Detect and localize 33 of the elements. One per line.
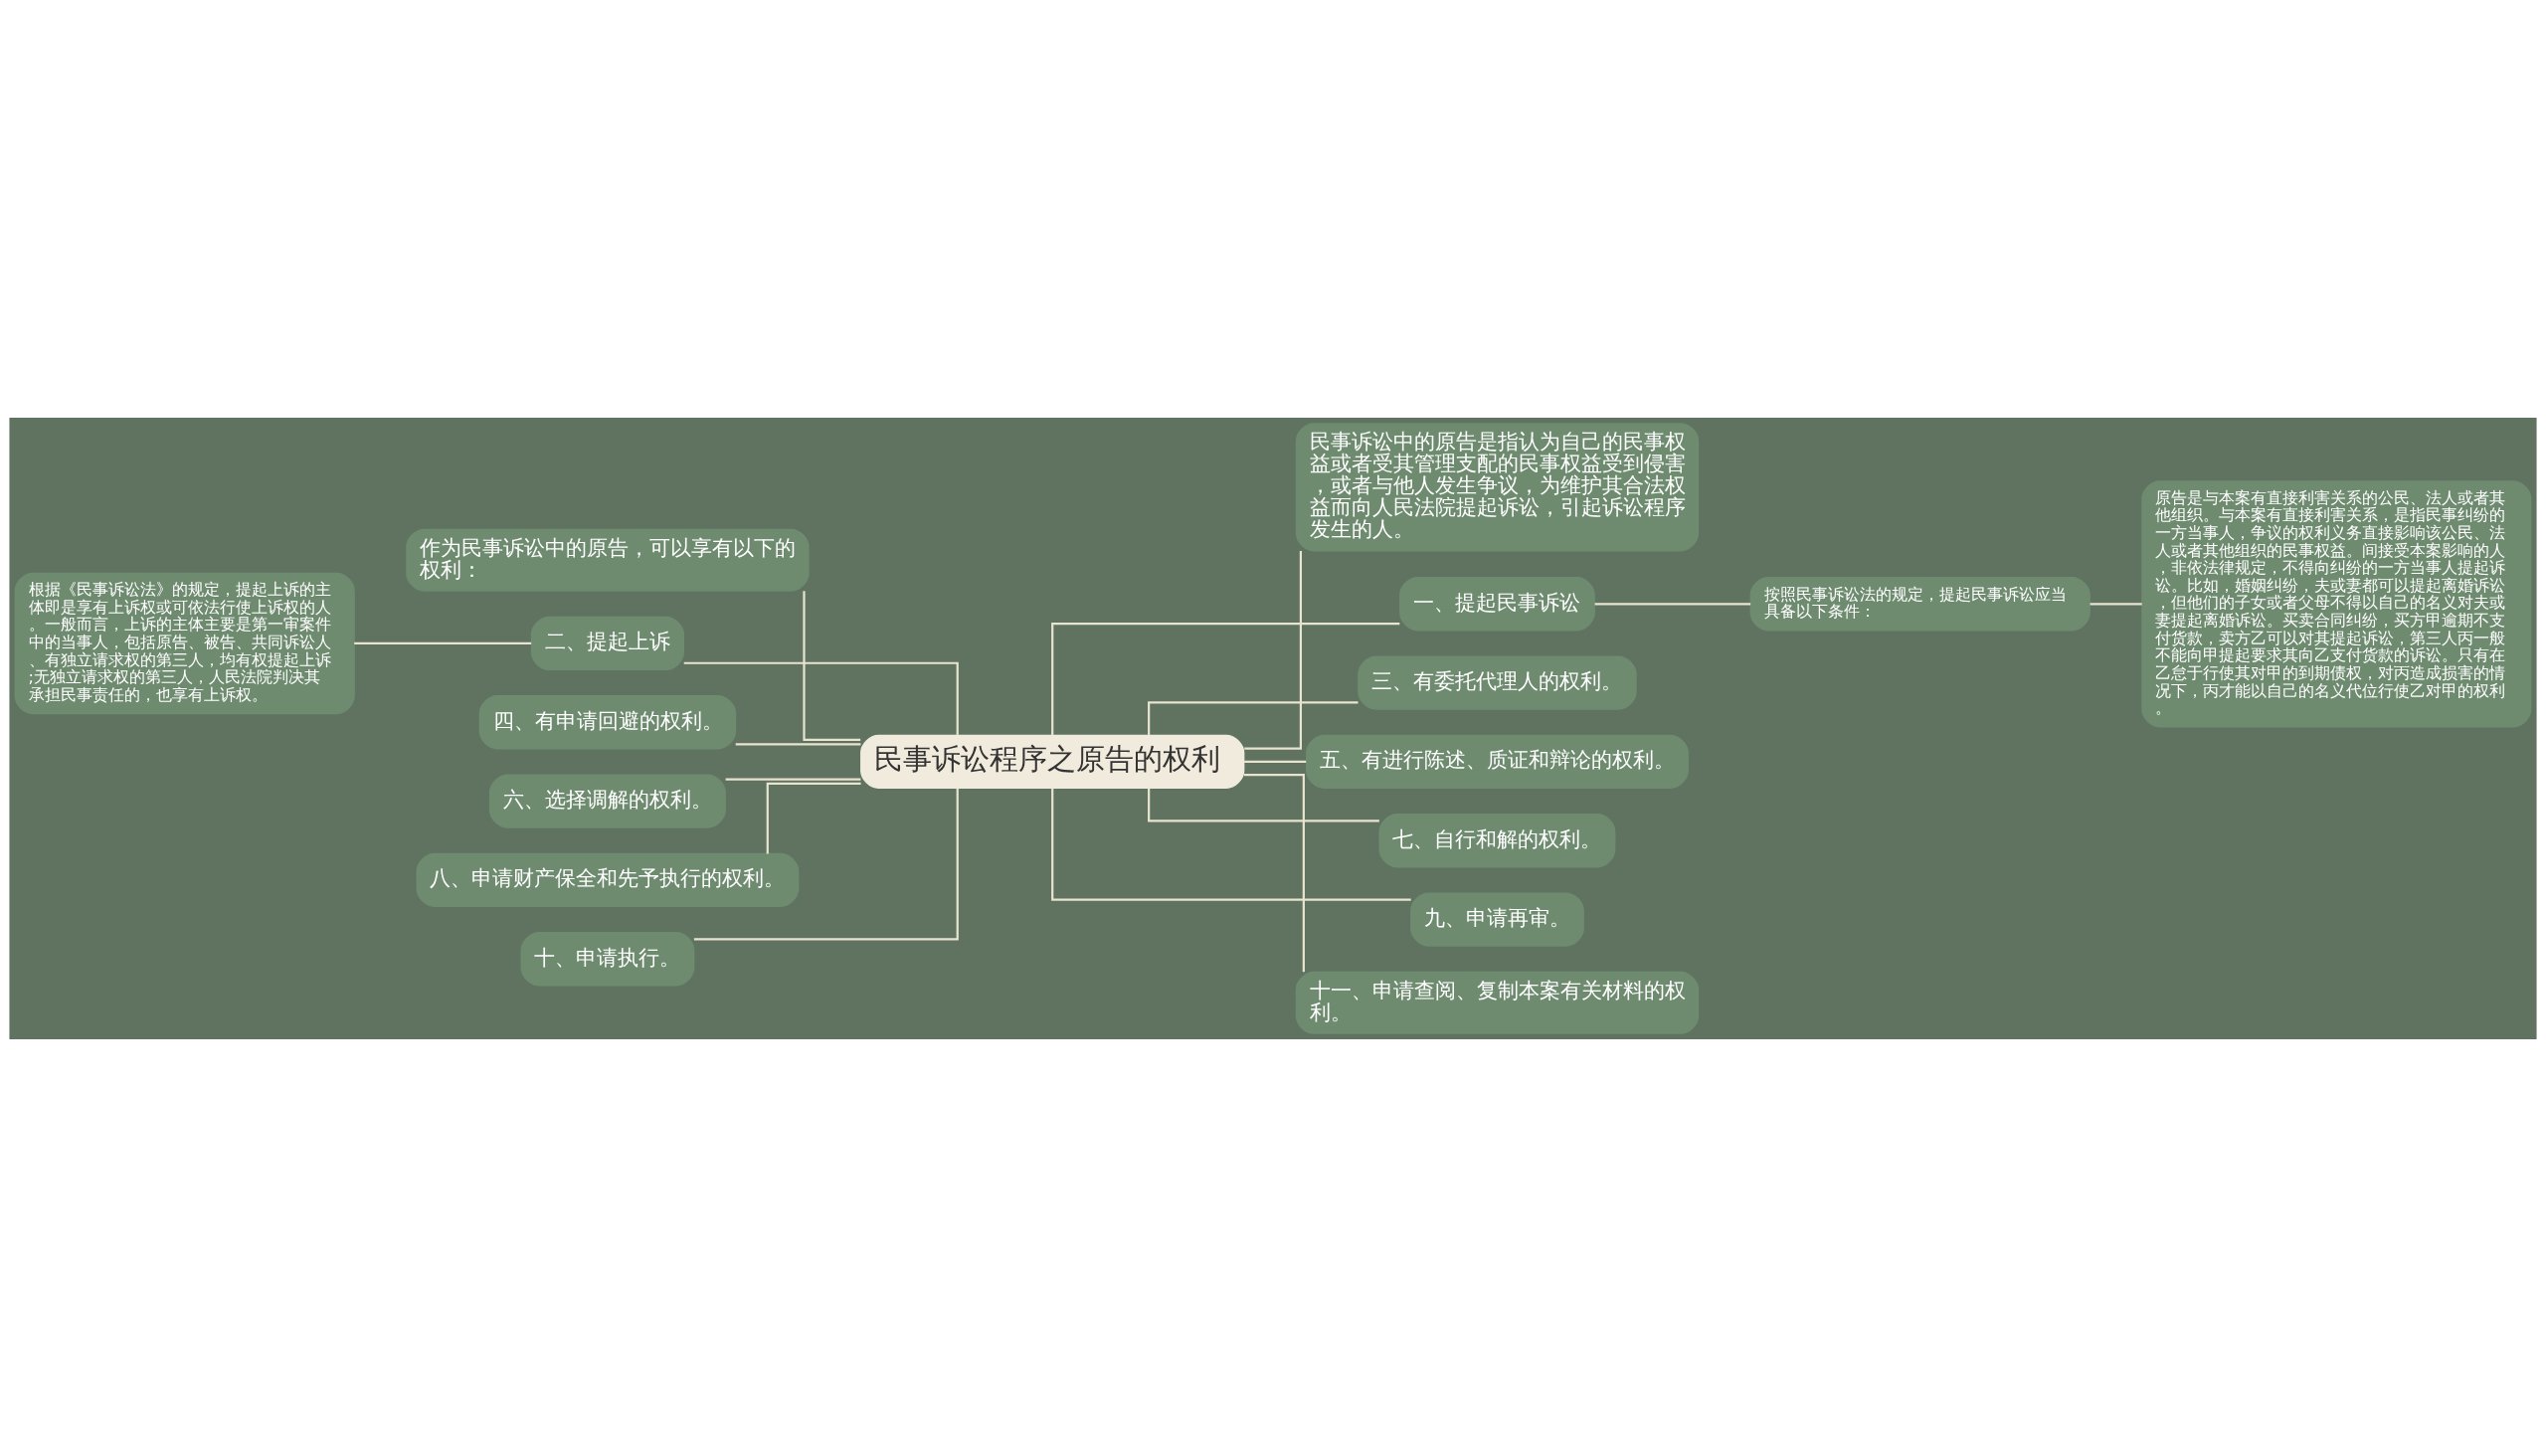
node-box: 六、选择调解的权利。 <box>488 773 726 828</box>
connector <box>1148 788 1379 821</box>
connector <box>1244 773 1305 972</box>
node-box: 十一、申请查阅、复制本案有关材料的权利。 <box>1295 971 1700 1034</box>
connector <box>1244 550 1302 750</box>
node-box: 一、提起民事诉讼 <box>1399 576 1595 631</box>
connector <box>1051 622 1400 735</box>
node-box: 作为民事诉讼中的原告，可以享有以下的权利： <box>406 528 810 592</box>
node-box: 四、有申请回避的权利。 <box>478 694 737 749</box>
node-box: 二、提起上诉 <box>530 616 685 670</box>
node-box: 民事诉讼中的原告是指认为自己的民事权益或者受其管理支配的民事权益受到侵害，或者与他人发生争议，为维护其合法权益而向人民法院提起诉讼，引起诉讼程序发生的人。 <box>1295 422 1700 551</box>
connector <box>354 641 532 644</box>
node-box: 九、申请再审。 <box>1410 891 1584 947</box>
connector <box>725 777 861 781</box>
connector <box>1051 788 1411 901</box>
node-box: 七、自行和解的权利。 <box>1378 813 1616 867</box>
connector <box>1594 602 1751 605</box>
connector <box>735 742 861 745</box>
connector <box>2090 602 2142 605</box>
connector <box>766 782 861 853</box>
connector <box>803 590 861 741</box>
node-box: 五、有进行陈述、质证和辩论的权利。 <box>1306 734 1689 789</box>
node-box: 三、有委托代理人的权利。 <box>1358 654 1637 710</box>
connector <box>1244 760 1307 763</box>
node-box: 按照民事诉讼法的规定，提起民事诉讼应当具备以下条件： <box>1749 576 2091 631</box>
node-box: 民事诉讼程序之原告的权利 <box>860 734 1245 789</box>
node-box: 原告是与本案有直接利害关系的公民、法人或者其他组织。与本案有直接利害关系，是指民事纠纷的一方当事人，争议的权利义务直接影响该公民、法人或者其他组织的民事权益。间接受本案影响的人，非依法律规定，不得向纠纷的一方当事人提起诉讼。比如，婚姻纠纷，夫或妻都可以提起离婚诉讼，但他们的子女或者父母不得以自己的名义对夫或妻提起离婚诉讼。买卖合同纠纷，买方甲逾期不支付货款，卖方乙可以对其提起诉讼，第三人丙一般不能向甲提起要求其向乙支付货款的诉讼。只有在乙怠于行使其对甲的到期债权，对丙造成损害的情况下，丙才能以自己的名义代位行使乙对甲的权利。 <box>2141 479 2532 727</box>
node-box: 十、申请执行。 <box>520 931 695 986</box>
connector <box>1148 700 1359 735</box>
node-box: 根据《民事诉讼法》的规定，提起上诉的主体即是享有上诉权或可依法行使上诉权的人。一般而言，上诉的主体主要是第一审案件中的当事人，包括原告、被告、共同诉讼人、有独立请求权的第三人，均有权提起上诉;无独立请求权的第三人，人民法院判决其承担民事责任的，也享有上诉权。 <box>14 572 355 714</box>
node-box: 八、申请财产保全和先予执行的权利。 <box>416 852 800 907</box>
connector <box>683 661 959 735</box>
connector <box>693 788 959 940</box>
